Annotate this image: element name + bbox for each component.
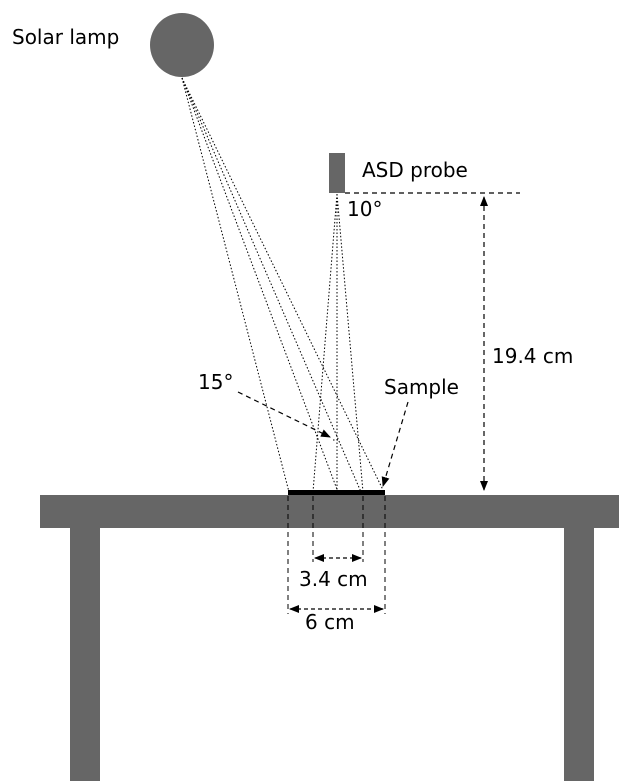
- height-label: 19.4 cm: [492, 344, 574, 368]
- lamp-rays: [181, 77, 385, 493]
- asd-probe-icon: [329, 153, 345, 193]
- inner-width-label: 3.4 cm: [299, 567, 368, 591]
- asd-probe-label: ASD probe: [362, 158, 468, 182]
- solar-lamp-label: Solar lamp: [12, 25, 120, 49]
- solar-lamp-icon: [150, 13, 214, 77]
- lamp-ray: [181, 77, 339, 493]
- sample-strip: [288, 490, 385, 495]
- table-leg-right: [564, 528, 594, 781]
- lamp-ray: [181, 77, 362, 493]
- table: [40, 495, 619, 781]
- probe-fov-lines: [312, 193, 364, 493]
- table-leg-left: [70, 528, 100, 781]
- angle-pointer-arrow: [237, 391, 331, 438]
- probe-fov-line: [312, 193, 338, 493]
- sample-label: Sample: [384, 375, 459, 399]
- dimension-extension-lines: [287, 496, 386, 614]
- sample-pointer-arrow: [381, 401, 409, 487]
- incidence-angle-label: 15°: [198, 370, 234, 394]
- probe-angle-label: 10°: [347, 197, 383, 221]
- outer-width-label: 6 cm: [305, 610, 355, 634]
- probe-fov-line: [336, 193, 364, 493]
- lamp-ray: [181, 77, 290, 493]
- lamp-ray: [181, 77, 385, 493]
- table-top: [40, 495, 619, 528]
